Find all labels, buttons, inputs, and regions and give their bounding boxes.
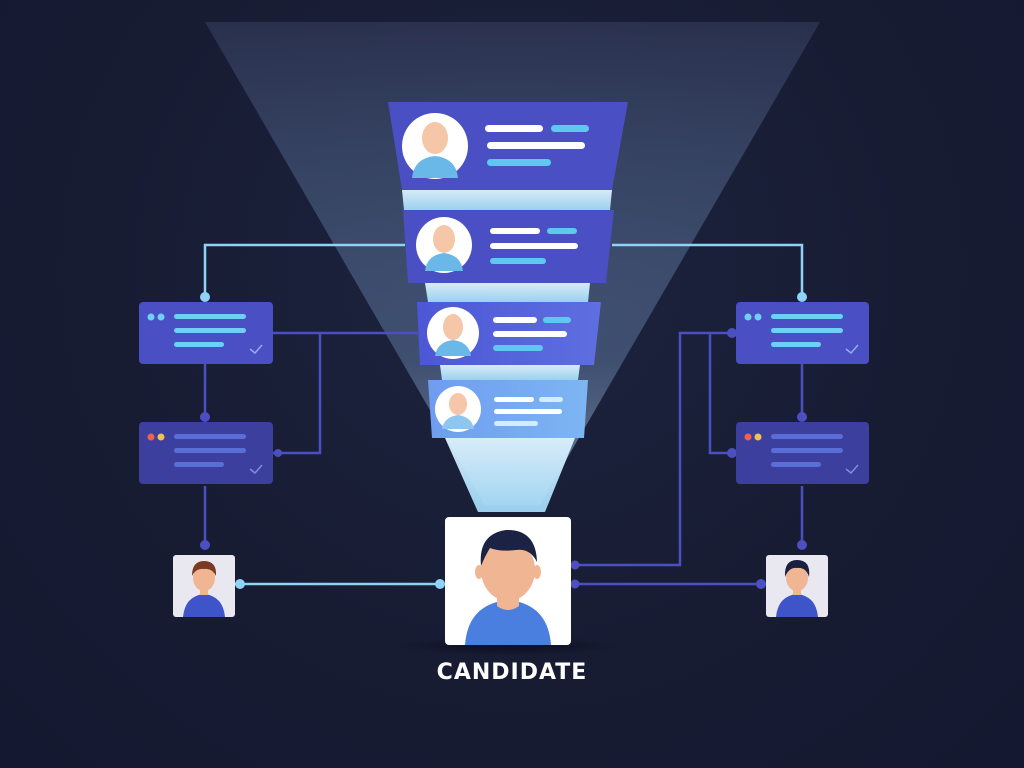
review-card-right-top (736, 302, 869, 364)
avatar-icon (442, 393, 474, 429)
connector-lines-light (203, 243, 804, 586)
connector-dots (200, 292, 807, 589)
avatar-icon (425, 225, 463, 271)
review-card-left-top (139, 302, 273, 364)
funnel-profile-card-3 (417, 302, 601, 365)
check-icon (249, 344, 263, 355)
avatar-icon (412, 122, 458, 178)
check-icon (845, 344, 859, 355)
beam-segment (402, 190, 612, 210)
candidate-avatar-left (173, 555, 235, 617)
beam-segment (425, 283, 590, 302)
connector-lines-dark (203, 331, 804, 586)
review-card-left-middle (139, 422, 273, 484)
check-icon (249, 464, 263, 475)
funnel-profile-card-2 (403, 210, 614, 283)
beam-segment (445, 438, 575, 512)
avatar-icon (435, 314, 471, 356)
main-candidate-avatar (445, 517, 571, 645)
check-icon (845, 464, 859, 475)
review-card-right-middle (736, 422, 869, 484)
candidate-caption: CANDIDATE (436, 660, 588, 685)
candidate-avatar-right (766, 555, 828, 617)
funnel-profile-card-1 (388, 102, 628, 190)
beam-segment (440, 365, 580, 380)
funnel-profile-card-4 (428, 380, 588, 438)
